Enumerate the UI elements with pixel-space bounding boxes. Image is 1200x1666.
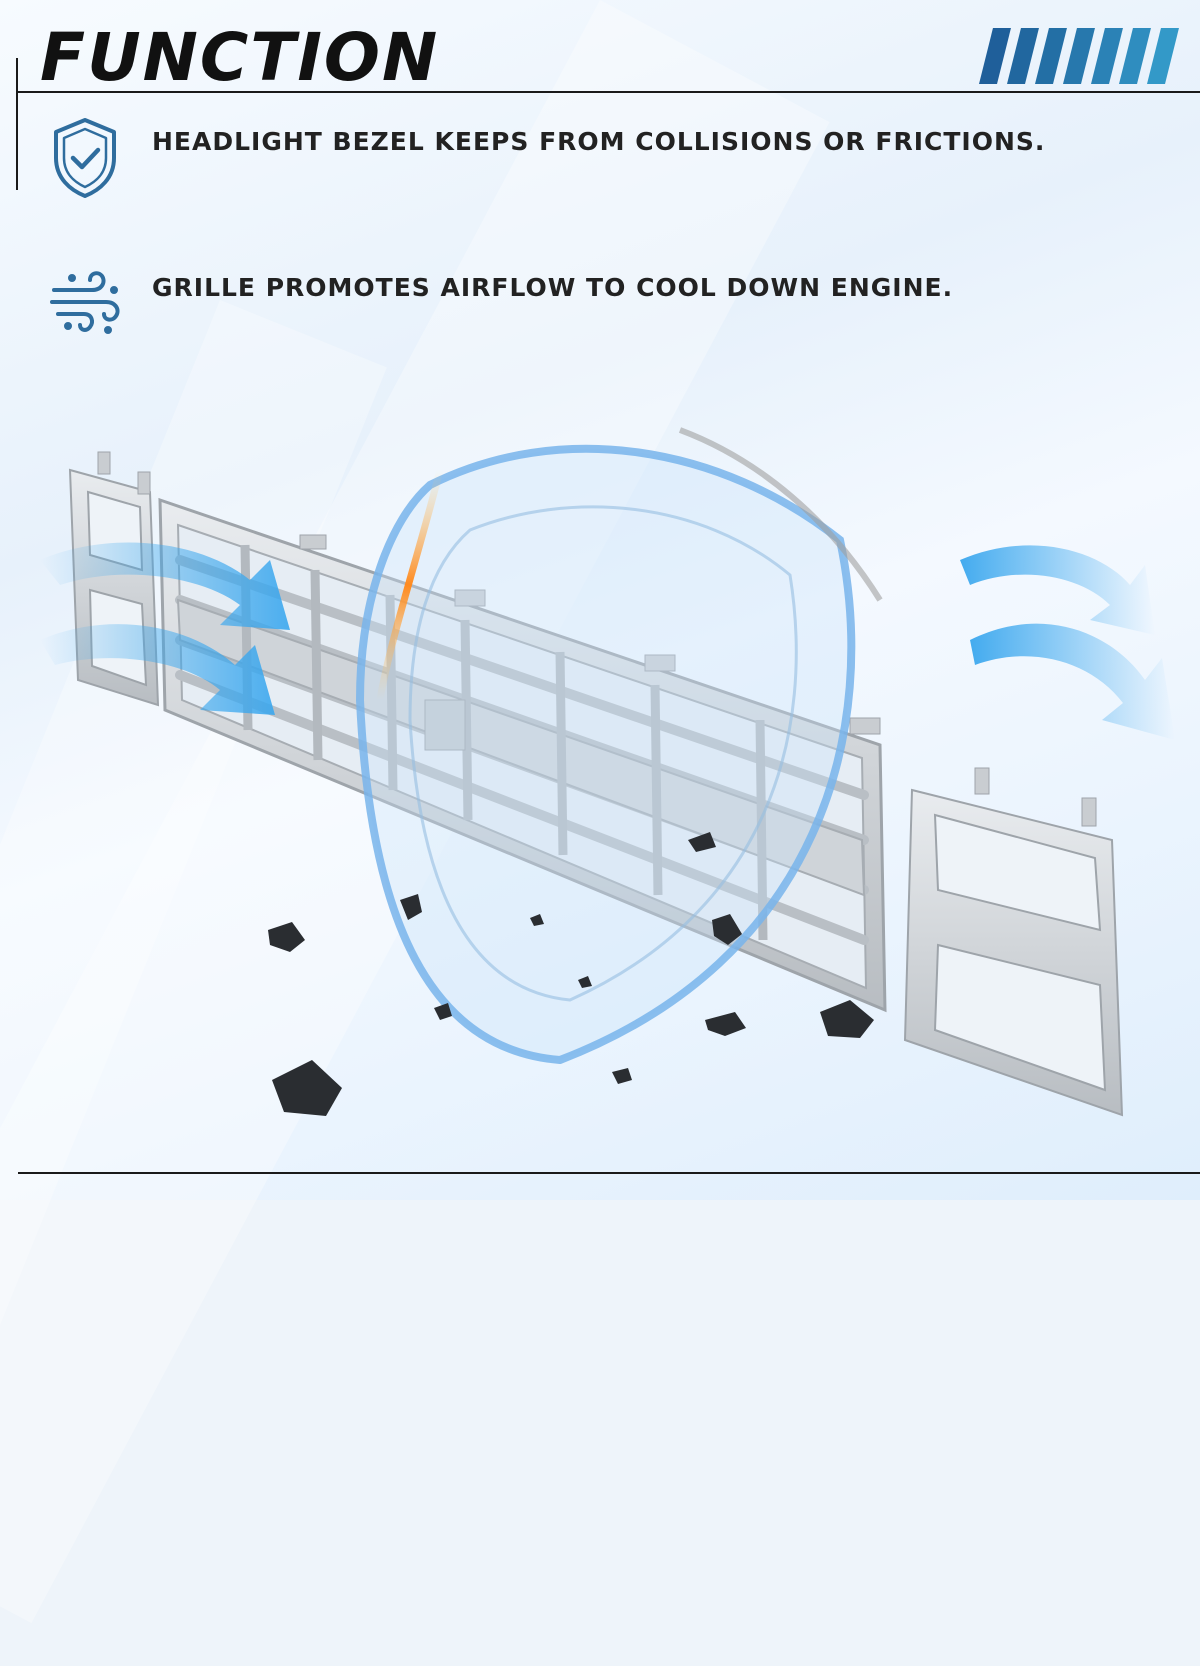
footer-divider [18, 1172, 1200, 1174]
headlight-bezel-right [903, 767, 1124, 1117]
debris-rocks [268, 832, 874, 1116]
left-accent-line [16, 58, 18, 190]
page-title: FUNCTION [40, 19, 440, 96]
stripe [1063, 28, 1095, 84]
stripe [1035, 28, 1067, 84]
grille-illustration [40, 427, 1175, 1117]
shield-check-icon [50, 116, 120, 204]
wind-airflow-icon [48, 264, 124, 344]
header-divider [18, 91, 1200, 93]
transparent-shield [355, 427, 883, 1065]
feature-text-grille: GRILLE PROMOTES AIRFLOW TO COOL DOWN ENG… [152, 273, 954, 302]
stripe [1119, 28, 1151, 84]
stripe [1007, 28, 1039, 84]
airflow-arrows-left [40, 542, 290, 715]
decorative-stripes [979, 28, 1179, 84]
airflow-arrows-right [960, 545, 1175, 740]
stripe [1091, 28, 1123, 84]
feature-text-bezel: HEADLIGHT BEZEL KEEPS FROM COLLISIONS OR… [152, 127, 1046, 156]
grille [158, 497, 887, 1013]
